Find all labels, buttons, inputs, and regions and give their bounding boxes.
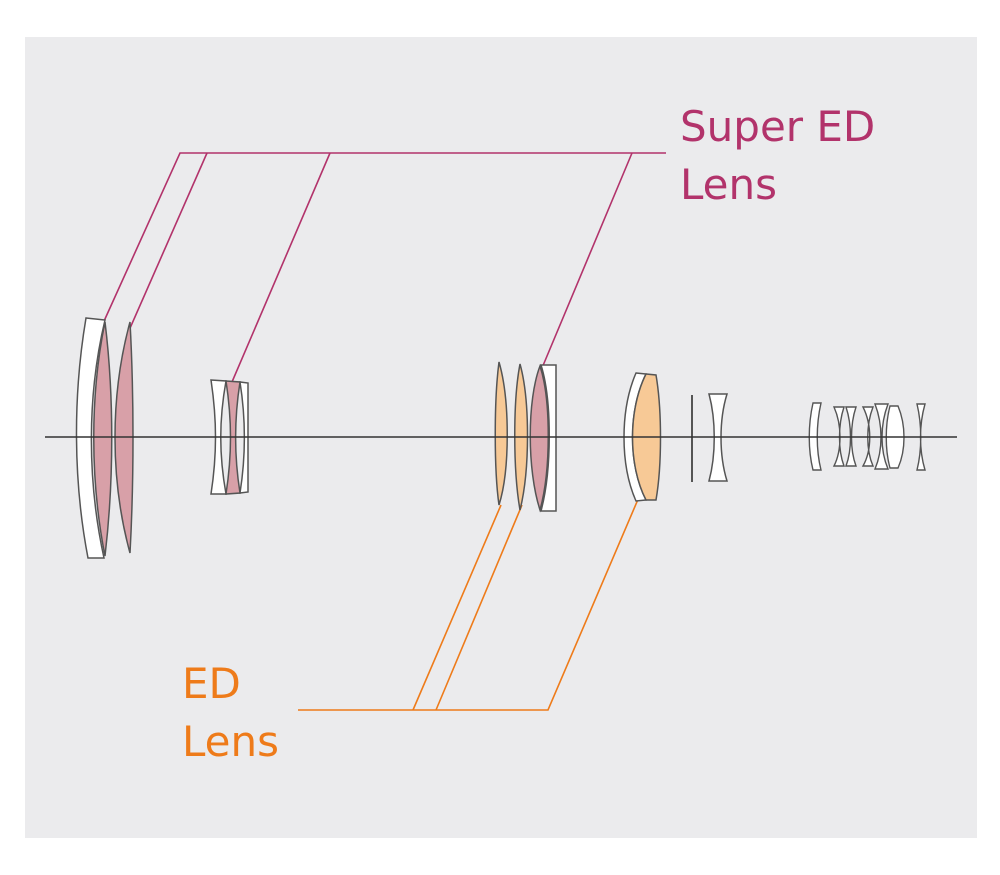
- super-ed-leader-3: [231, 152, 331, 383]
- rear-element-7: [916, 403, 926, 471]
- super-ed-leader-2: [126, 152, 208, 336]
- ed-label-line-1: ED: [182, 659, 241, 708]
- super-ed-lens-label: Super ED Lens: [680, 98, 875, 214]
- front-meniscus-element: [75, 317, 106, 559]
- ed-lens-label: ED Lens: [182, 655, 279, 771]
- ed-leader-lines: [298, 489, 643, 711]
- lens-group-1: [75, 317, 134, 559]
- ed-leader-main: [298, 489, 643, 711]
- rear-element-2: [832, 406, 846, 467]
- super-ed-leader-lines: [99, 152, 666, 383]
- ed-label-line-2: Lens: [182, 717, 280, 766]
- super-ed-label-line-1: Super ED: [680, 102, 876, 151]
- group3-rear-element: [539, 364, 557, 512]
- ed-leader-3: [435, 504, 523, 711]
- ed-leader-2: [412, 504, 502, 711]
- group2-rear-element: [239, 381, 249, 494]
- ed-element-1: [494, 361, 508, 506]
- super-ed-element-4: [529, 363, 549, 513]
- super-ed-label-line-2: Lens: [680, 160, 778, 209]
- super-ed-leader-4: [541, 152, 633, 369]
- super-ed-element-1: [93, 321, 113, 557]
- super-ed-leader-main: [99, 152, 666, 331]
